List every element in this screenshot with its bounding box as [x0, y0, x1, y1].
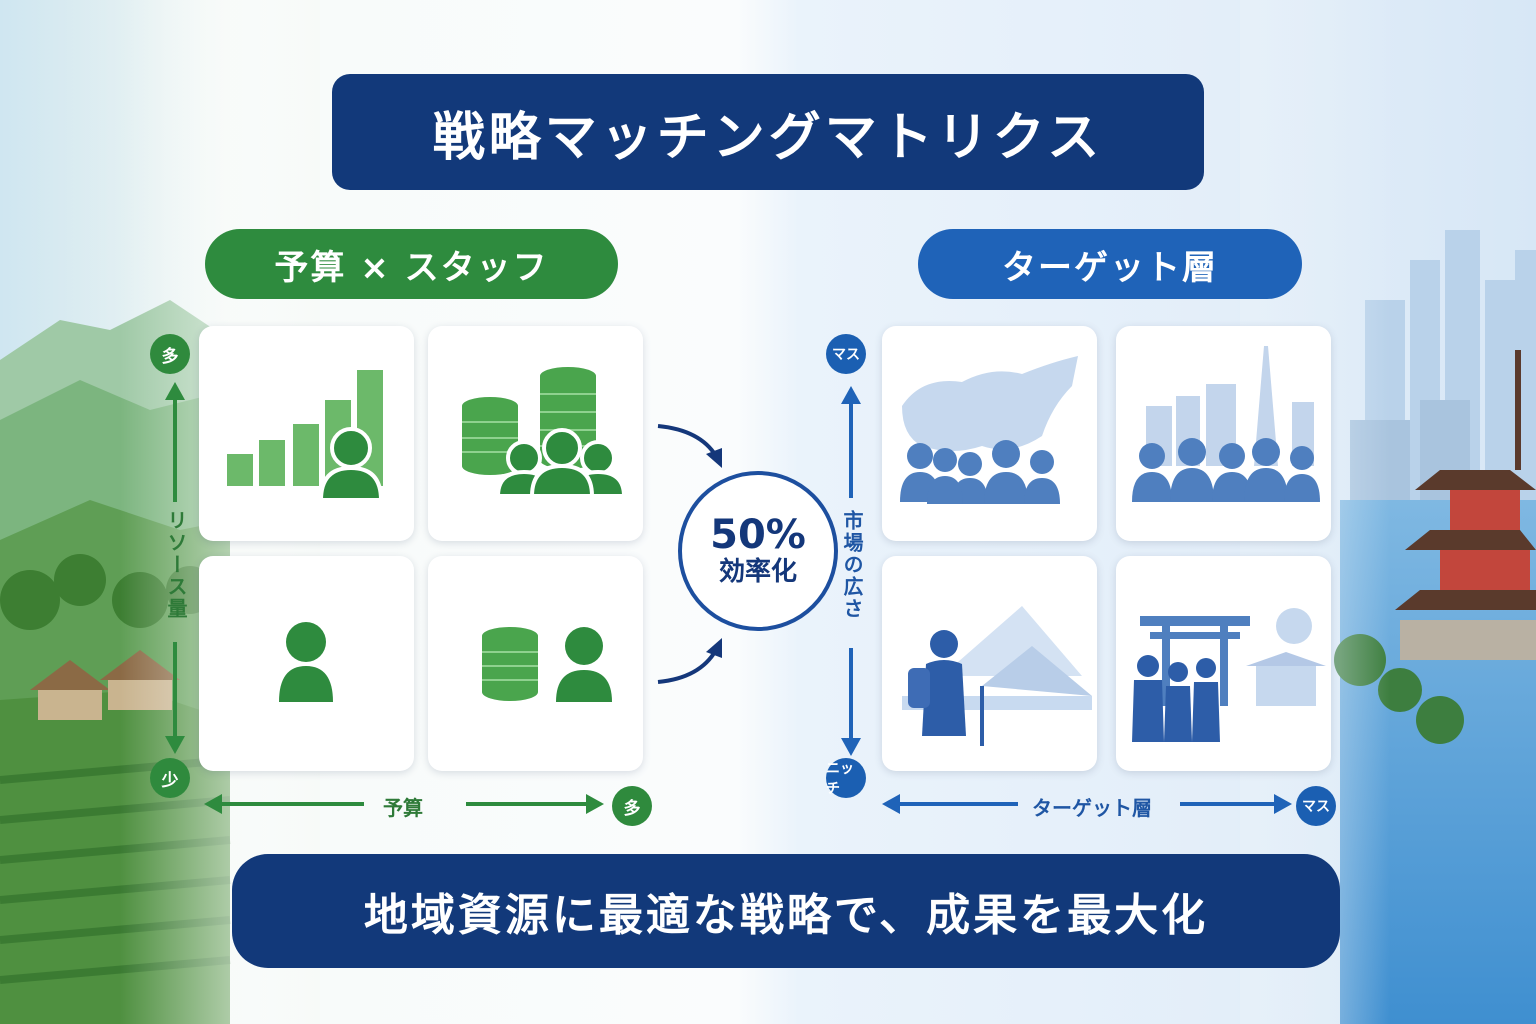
card-niche-hiker: [882, 556, 1097, 771]
left-y-axis-arrow: [165, 382, 185, 754]
efficiency-badge: 50% 効率化: [678, 471, 838, 631]
card-growth: [199, 326, 414, 541]
flow-arrows: [657, 424, 722, 684]
right-y-bottom-badge: ニッチ: [826, 758, 866, 798]
right-x-right-badge: マス: [1296, 786, 1336, 826]
right-x-axis-arrow: [882, 794, 1292, 814]
page-title: 戦略マッチングマトリクス: [332, 74, 1204, 190]
single-person-icon: [279, 622, 333, 702]
bar-chart-person-icon: [227, 370, 384, 502]
left-y-top-badge: 多: [150, 334, 190, 374]
left-y-axis-label: リソース量: [164, 510, 188, 620]
right-panel-header: ターゲット層: [918, 229, 1302, 299]
right-y-axis-arrow: [841, 386, 861, 756]
left-y-bottom-badge: 少: [150, 758, 190, 798]
efficiency-label: 効率化: [718, 557, 797, 588]
right-y-axis-label: 市場の広さ: [840, 510, 864, 620]
left-x-right-badge: 多: [612, 786, 652, 826]
coins-person-icon: [482, 627, 612, 702]
efficiency-value: 50%: [710, 512, 806, 559]
card-resources: [428, 326, 643, 541]
hiker-mountain-icon: [902, 606, 1092, 746]
left-x-axis-arrow: [204, 794, 604, 814]
bottom-banner: 地域資源に最適な戦略で、成果を最大化: [232, 854, 1340, 968]
card-niche-torii: [1116, 556, 1331, 771]
card-mass-city: [1116, 326, 1331, 541]
left-panel-header: 予算 × スタッフ: [205, 229, 618, 299]
city-tower-crowd-icon: [1132, 346, 1320, 502]
card-single: [199, 556, 414, 771]
right-y-top-badge: マス: [826, 334, 866, 374]
card-budget-single: [428, 556, 643, 771]
card-mass-map: [882, 326, 1097, 541]
world-map-crowd-icon: [900, 356, 1078, 504]
left-x-axis-label: 予算: [383, 796, 423, 820]
right-x-axis-label: ターゲット層: [1032, 796, 1152, 820]
coins-team-icon: [462, 367, 627, 498]
torii-temple-group-icon: [1132, 608, 1326, 742]
